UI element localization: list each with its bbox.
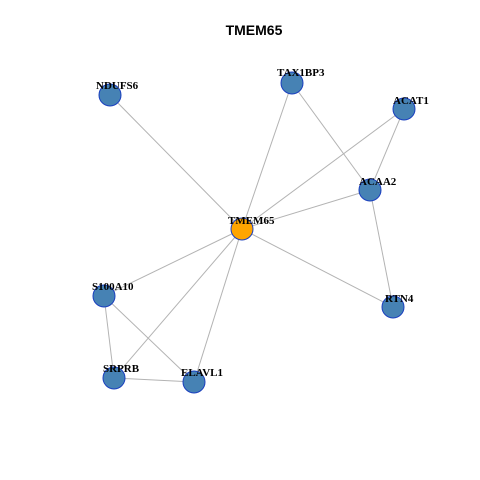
edge-tmem65-tax1bp3 bbox=[241, 82, 293, 230]
node-elavl1[interactable] bbox=[182, 370, 206, 394]
node-srprb[interactable] bbox=[102, 366, 126, 390]
diagram-title: TMEM65 bbox=[226, 22, 283, 38]
node-ndufs6[interactable] bbox=[98, 83, 122, 107]
node-s100a10[interactable] bbox=[92, 284, 116, 308]
edge-tmem65-ndufs6 bbox=[109, 94, 243, 230]
edge-tmem65-s100a10 bbox=[103, 228, 243, 297]
node-rtn4[interactable] bbox=[381, 295, 405, 319]
node-label-srprb: SRPRB bbox=[103, 363, 140, 375]
node-acaa2[interactable] bbox=[358, 178, 382, 202]
edge-tmem65-srprb bbox=[113, 228, 243, 379]
node-acat1[interactable] bbox=[392, 97, 416, 121]
edge-tmem65-acat1 bbox=[241, 108, 405, 230]
node-label-rtn4: RTN4 bbox=[385, 293, 414, 305]
node-tax1bp3[interactable] bbox=[280, 71, 304, 95]
node-label-s100a10: S100A10 bbox=[92, 281, 134, 293]
node-label-elavl1: ELAVL1 bbox=[181, 367, 223, 379]
edge-acaa2-rtn4 bbox=[369, 189, 394, 308]
edge-srprb-elavl1 bbox=[113, 377, 195, 383]
edge-tmem65-elavl1 bbox=[193, 228, 243, 383]
node-layer bbox=[92, 71, 416, 394]
node-label-ndufs6: NDUFS6 bbox=[96, 80, 139, 92]
node-tmem65[interactable] bbox=[230, 217, 254, 241]
edge-acat1-acaa2 bbox=[369, 108, 405, 191]
edge-tax1bp3-acaa2 bbox=[291, 82, 371, 191]
node-label-acat1: ACAT1 bbox=[393, 95, 429, 107]
node-label-acaa2: ACAA2 bbox=[359, 176, 397, 188]
edge-s100a10-elavl1 bbox=[103, 295, 195, 383]
node-label-tmem65: TMEM65 bbox=[228, 215, 275, 227]
edge-s100a10-srprb bbox=[103, 295, 115, 379]
edge-tmem65-rtn4 bbox=[241, 228, 394, 308]
node-label-tax1bp3: TAX1BP3 bbox=[277, 67, 325, 79]
edge-layer bbox=[103, 82, 405, 383]
edge-tmem65-acaa2 bbox=[241, 189, 371, 230]
